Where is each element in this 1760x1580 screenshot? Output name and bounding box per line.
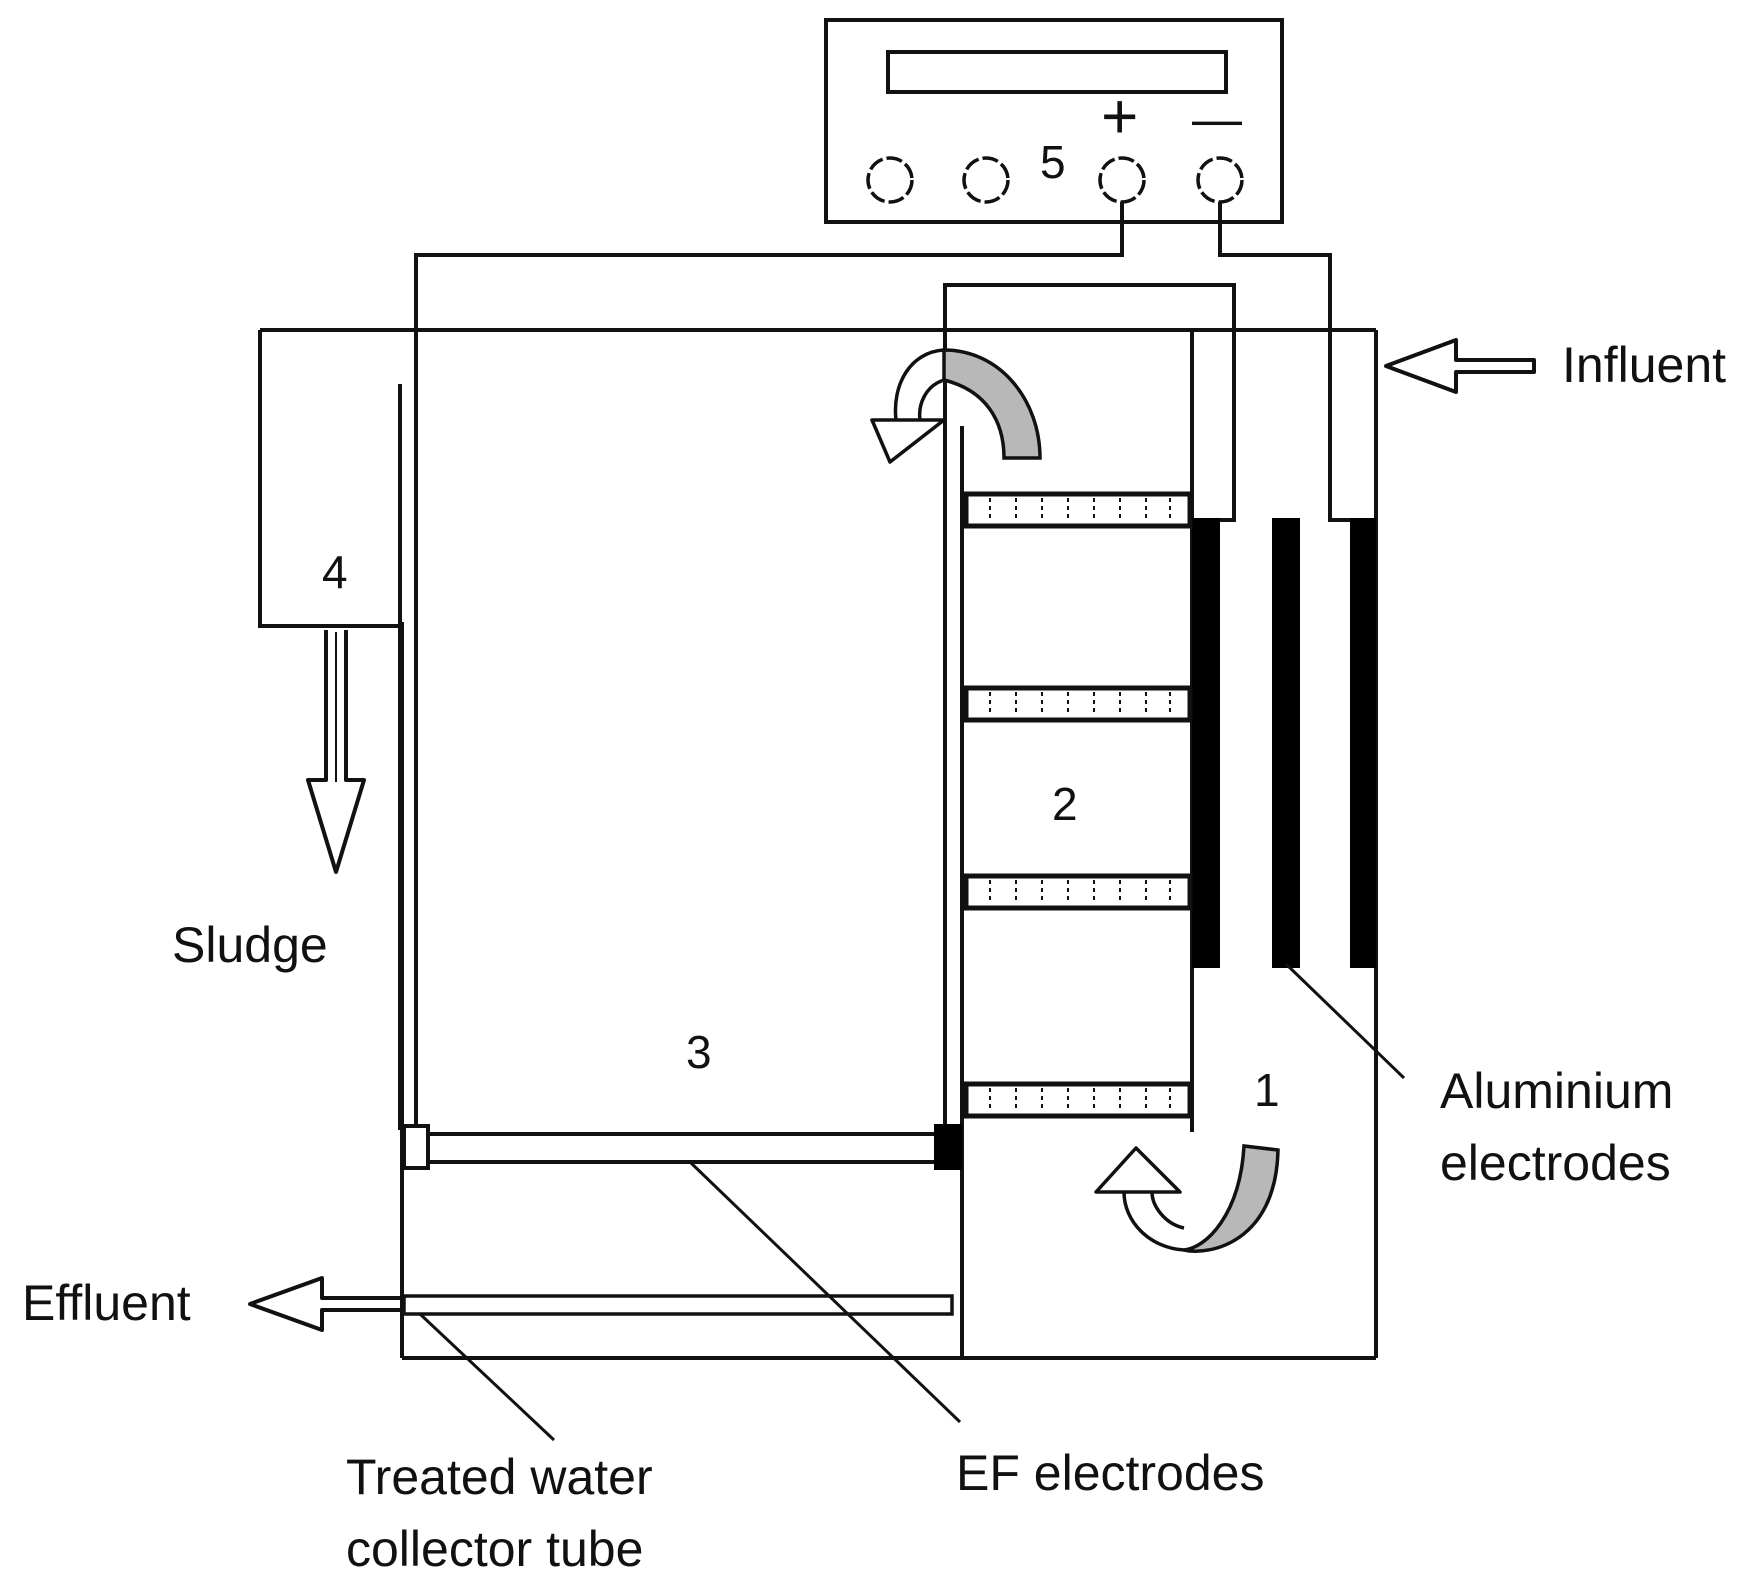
ef-electrodes-leader xyxy=(688,1160,962,1424)
power-supply: 5 + — xyxy=(824,18,1284,224)
negative-terminal-icon xyxy=(1196,156,1244,204)
ef-electrodes-label: EF electrodes xyxy=(956,1445,1264,1501)
negative-wire xyxy=(1218,202,1352,522)
ef-mesh-electrode-3 xyxy=(963,873,1193,911)
wiring xyxy=(414,202,1352,1130)
ef-rod-electrode xyxy=(418,1132,942,1164)
ef-electrodes xyxy=(402,491,1193,1170)
effluent-label: Effluent xyxy=(22,1275,191,1331)
collector-label-line1: Treated water xyxy=(346,1449,653,1505)
flow-arrow-top-icon xyxy=(870,348,1042,464)
collector-tube-leader xyxy=(418,1312,556,1442)
collector-label-line2: collector tube xyxy=(346,1521,643,1577)
power-supply-display xyxy=(886,50,1228,94)
ef-rod-left-cap xyxy=(402,1124,430,1170)
ef-mesh-electrode-4 xyxy=(963,1081,1193,1119)
sludge-label: Sludge xyxy=(172,917,328,973)
label-4: 4 xyxy=(322,546,348,598)
ef-mesh-electrode-1 xyxy=(963,491,1193,529)
label-5: 5 xyxy=(1040,136,1066,188)
label-2: 2 xyxy=(1052,778,1078,830)
plus-sign: + xyxy=(1101,80,1138,152)
influent-arrow-icon xyxy=(1384,338,1536,394)
flow-arrow-bottom-icon xyxy=(1094,1144,1280,1253)
knob-1-icon xyxy=(866,156,914,204)
positive-wire xyxy=(414,202,1124,1130)
effluent-arrow-icon xyxy=(248,1276,404,1332)
positive-terminal-icon xyxy=(1098,156,1146,204)
aluminium-electrodes xyxy=(1192,518,1376,968)
reactor-tank xyxy=(258,328,1378,1360)
aluminium-electrode-2 xyxy=(1272,518,1300,968)
sludge-arrow-icon xyxy=(306,630,366,874)
minus-sign: — xyxy=(1192,91,1242,147)
knob-2-icon xyxy=(962,156,1010,204)
aluminium-leader xyxy=(1284,962,1406,1080)
aluminium-label-line2: electrodes xyxy=(1440,1135,1671,1191)
ef-mesh-electrode-2 xyxy=(963,685,1193,723)
aluminium-electrode-3 xyxy=(1350,518,1376,968)
influent-label: Influent xyxy=(1562,337,1726,393)
ef-rod-right-cap xyxy=(934,1124,962,1170)
aluminium-label-line1: Aluminium xyxy=(1440,1063,1673,1119)
label-3: 3 xyxy=(686,1026,712,1078)
anode-wire xyxy=(943,283,1236,1130)
leader-lines xyxy=(418,962,1406,1442)
collector-tube xyxy=(402,1294,954,1316)
sludge-box xyxy=(258,330,400,628)
label-1: 1 xyxy=(1254,1064,1280,1116)
aluminium-electrode-1 xyxy=(1192,518,1220,968)
